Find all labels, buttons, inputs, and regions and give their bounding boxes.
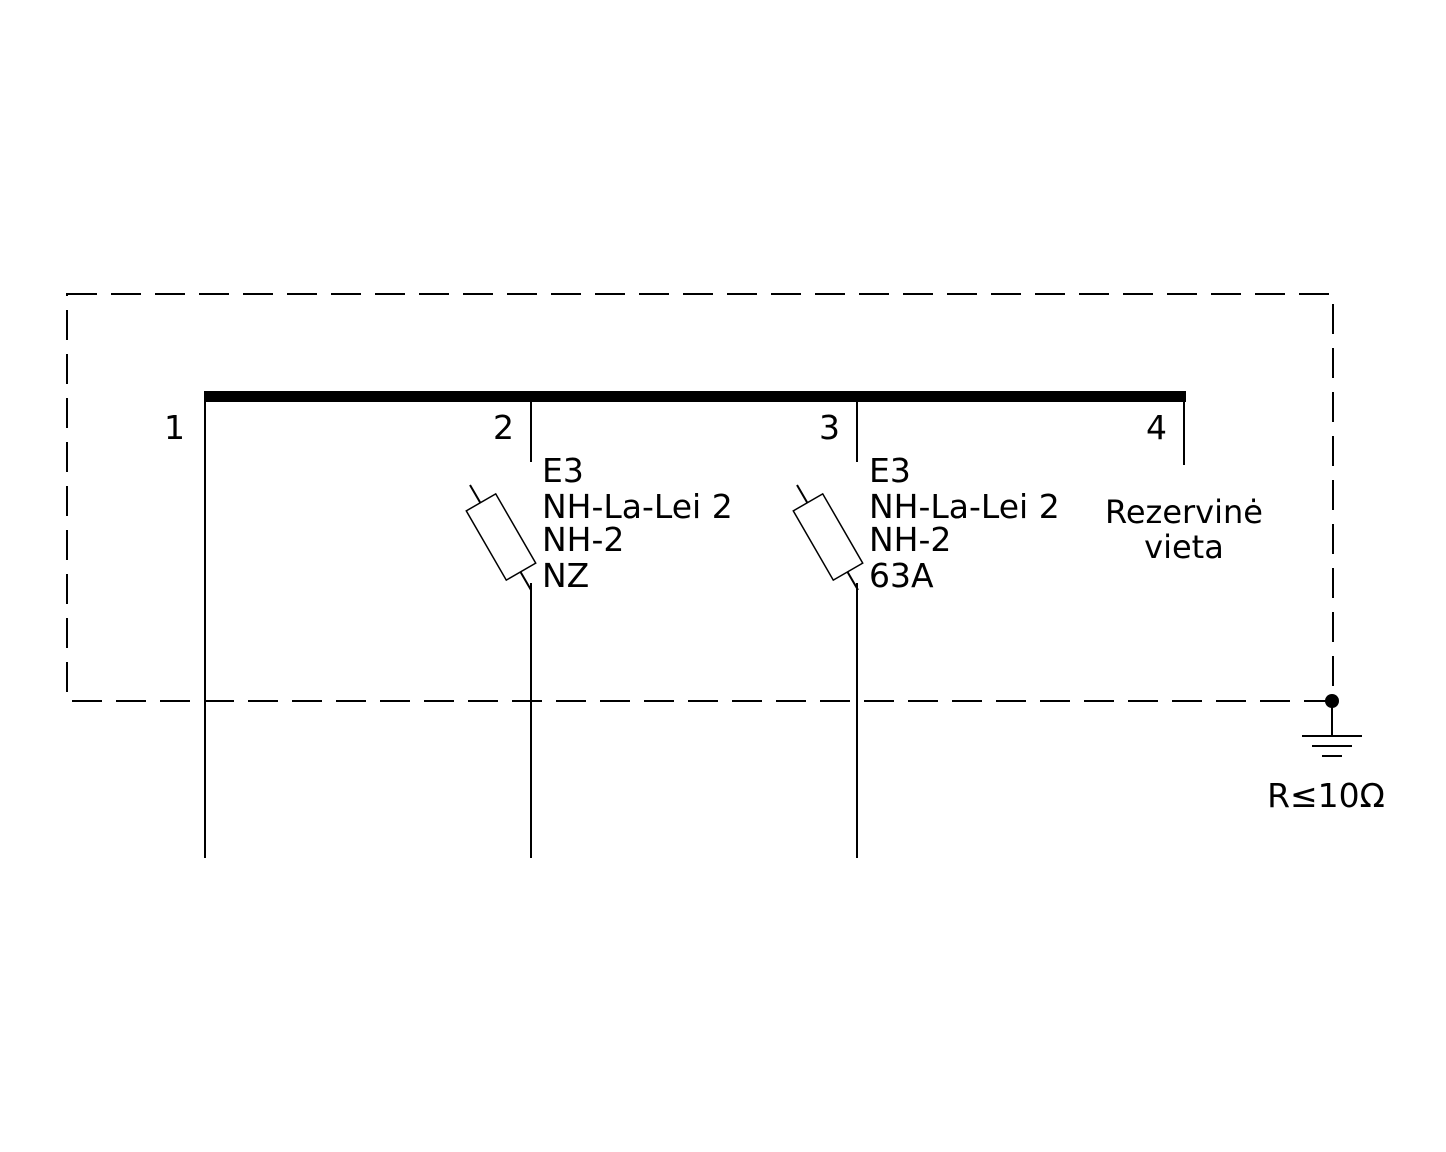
ground-resistance-label: R≤10Ω	[1267, 776, 1385, 815]
feeder-1-number: 1	[164, 408, 185, 447]
feeder-2-number: 2	[493, 408, 514, 447]
feeder-3-fuse-label-1: E3	[869, 451, 911, 490]
feeder-3-number: 3	[819, 408, 840, 447]
feeder-3: 3 E3 NH-La-Lei 2 NH-2 63A	[792, 396, 1060, 858]
feeder-2-fuse-label-3: NH-2	[542, 520, 624, 559]
feeder-4: 4 Rezervinė vieta	[1105, 396, 1263, 566]
feeder-2: 2 E3 NH-La-Lei 2 NH-2 NZ	[465, 396, 733, 858]
enclosure-dashed-border	[66, 293, 1334, 702]
ground-icon	[1302, 735, 1362, 757]
busbar	[204, 391, 1186, 402]
ground-connection: R≤10Ω	[1267, 694, 1385, 815]
feeder-4-number: 4	[1146, 408, 1167, 447]
feeder-3-fuse-label-3: NH-2	[869, 520, 951, 559]
feeder-3-fuse-label-4: 63A	[869, 556, 934, 595]
feeder-4-reserve-label-1: Rezervinė	[1105, 493, 1263, 531]
feeder-1: 1	[164, 396, 206, 858]
feeder-3-fuse-label-2: NH-La-Lei 2	[869, 487, 1060, 526]
feeder-2-fuse-label-4: NZ	[542, 556, 589, 595]
feeder-3-fuse-symbol	[792, 484, 864, 591]
feeder-2-fuse-symbol	[465, 484, 537, 591]
feeder-2-fuse-label-1: E3	[542, 451, 584, 490]
feeder-4-reserve-label-2: vieta	[1144, 528, 1224, 566]
feeder-2-fuse-label-2: NH-La-Lei 2	[542, 487, 733, 526]
